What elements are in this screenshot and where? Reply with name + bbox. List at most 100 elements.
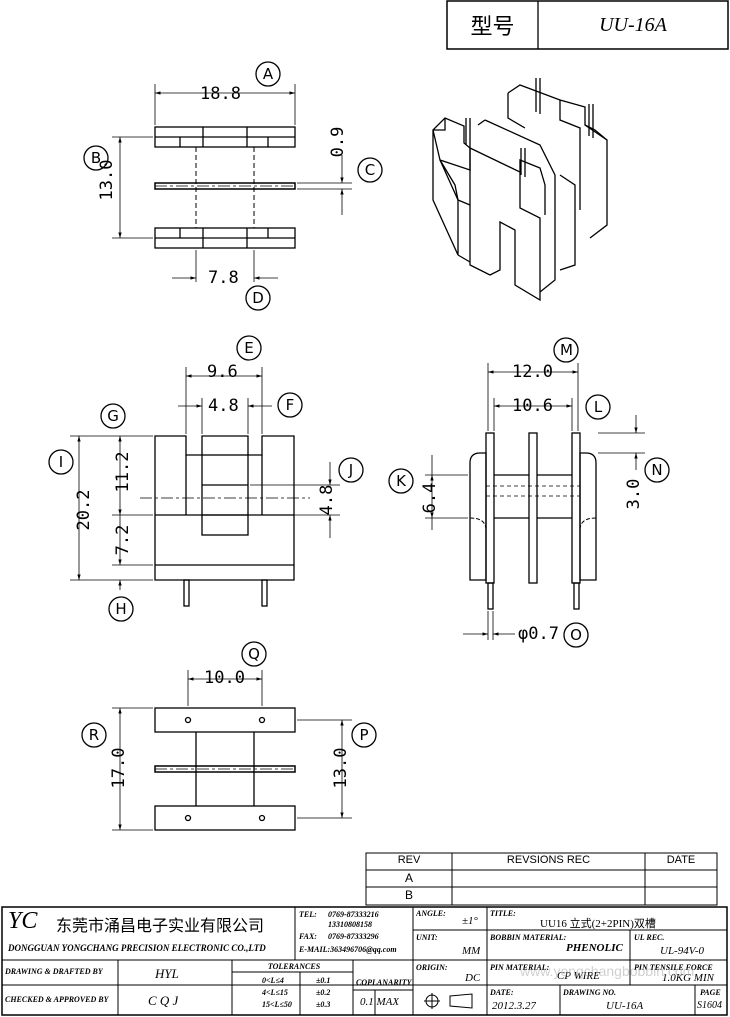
model-label: 型号: [470, 15, 515, 40]
tol-range-3: 15<L≤50: [262, 1000, 292, 1009]
label-d: D: [252, 289, 264, 307]
page-value: S1604: [697, 1000, 722, 1011]
label-circle-i: [48, 449, 74, 475]
coplanarity-value: 0.1 MAX: [360, 996, 400, 1008]
label-f: F: [285, 396, 295, 414]
company-logo: YC: [8, 908, 38, 934]
fax-label: FAX:: [299, 932, 317, 941]
label-circle-k: [388, 468, 414, 494]
dim-p-value: 13.0: [331, 747, 351, 789]
date-label: DATE:: [490, 988, 514, 997]
fax-value: 0769-87333296: [328, 932, 379, 941]
label-circle-q: [241, 641, 267, 667]
rev-row-a: A: [404, 871, 413, 885]
drawn-by-label: DRAWING & DRAFTED BY: [5, 967, 103, 976]
angle-value: ±1°: [462, 915, 478, 927]
tol-value-1: ±0.1: [316, 976, 331, 985]
rev-row-b: B: [404, 888, 413, 902]
side-view: [425, 363, 645, 640]
label-o: O: [570, 626, 582, 644]
pin-material-label: PIN MATERIAL:: [490, 963, 550, 972]
label-circle-d: [245, 285, 271, 311]
title-label: TITLE:: [490, 909, 516, 918]
company-name-en: DONGGUAN YONGCHANG PRECISION ELECTRONIC …: [8, 943, 266, 953]
drawing-no-value: UU-16A: [606, 1000, 644, 1012]
tolerances-label: TOLERANCES: [267, 962, 321, 971]
label-circle-g: [100, 403, 126, 429]
label-circle-j: [338, 457, 364, 483]
unit-label: UNIT:: [416, 933, 438, 942]
label-circle-c: [357, 157, 383, 183]
page-label: PAGE: [700, 988, 721, 997]
label-circle-a: [255, 61, 281, 87]
checked-by-label: CHECKED & APPROVED BY: [5, 995, 109, 1004]
label-circle-b: [83, 145, 109, 171]
watermark: www.yongchangbobbin.com: [520, 963, 695, 979]
label-circle-o: [563, 622, 589, 648]
label-c: C: [364, 161, 376, 179]
label-m: M: [560, 341, 573, 359]
ul-value: UL-94V-0: [660, 945, 704, 957]
label-circle-n: [644, 457, 670, 483]
label-circle-f: [277, 392, 303, 418]
dim-k-value: 6.4: [420, 482, 440, 514]
label-a: A: [262, 65, 274, 83]
front-view: [70, 367, 340, 607]
tol-value-3: ±0.3: [316, 1000, 331, 1009]
label-i: I: [58, 453, 64, 471]
tol-range-2: 4<L≤15: [262, 988, 288, 997]
tel2-value: 13310808158: [328, 920, 372, 929]
rev-header: REV: [397, 854, 421, 866]
model-value: UU-16A: [599, 13, 667, 36]
label-circle-h: [108, 596, 134, 622]
isometric-view: [432, 78, 608, 302]
label-j: J: [348, 461, 354, 479]
dim-q-value: 10.0: [204, 668, 245, 688]
company-name-cn: 东莞市涌昌电子实业有限公司: [56, 916, 265, 935]
tel-value: 0769-87333216: [328, 910, 379, 919]
origin-value: DC: [465, 972, 481, 984]
checked-by-value: C Q J: [148, 993, 179, 1008]
origin-label: ORIGIN:: [416, 963, 448, 972]
revision-table: [365, 852, 718, 906]
dim-a-value: 18.8: [200, 84, 241, 104]
label-n: N: [651, 461, 663, 479]
pin-tensile-label: PIN TENSILE FORCE: [634, 963, 713, 972]
dim-l-value: 10.6: [512, 396, 553, 416]
label-circle-m: [553, 337, 579, 363]
bobbin-value: PHENOLIC: [566, 942, 623, 954]
label-r: R: [88, 726, 100, 744]
tol-range-1: 0<L≤4: [262, 976, 284, 985]
dim-i-value: 20.2: [74, 489, 94, 531]
revisions-header: REVSIONS REC: [506, 854, 591, 866]
dim-n-value: 3.0: [624, 478, 644, 510]
email-value: E-MAIL:363496706@qq.com: [299, 945, 397, 954]
tol-value-2: ±0.2: [316, 988, 331, 997]
dim-m-value: 12.0: [512, 362, 553, 382]
dim-d-value: 7.8: [208, 268, 239, 288]
top-view: [112, 84, 352, 282]
unit-value: MM: [462, 945, 481, 957]
label-circle-r: [81, 722, 107, 748]
dim-f-value: 4.8: [208, 396, 239, 416]
label-b: B: [90, 149, 102, 167]
ul-label: UL REC.: [634, 933, 665, 942]
pin-tensile-value: 1.0KG MIN: [662, 972, 714, 984]
angle-label: ANGLE:: [416, 909, 446, 918]
dim-o-value: φ0.7: [518, 624, 559, 644]
dim-h-value: 7.2: [113, 524, 133, 556]
coplanarity-label: COPLANARITY: [356, 978, 412, 987]
bobbin-label: BOBBIN MATERIAL:: [490, 933, 567, 942]
label-circle-l: [585, 394, 611, 420]
label-circle-p: [351, 722, 377, 748]
bottom-view: [112, 670, 352, 831]
drawing-no-label: DRAWING NO.: [563, 988, 617, 997]
label-h: H: [115, 600, 127, 618]
pin-material-value: CP WIRE: [557, 970, 600, 982]
tel-label: TEL:: [299, 910, 317, 919]
label-k: K: [396, 472, 406, 490]
dim-r-value: 17.0: [109, 747, 129, 789]
label-l: L: [593, 398, 603, 416]
date-header: DATE: [666, 854, 696, 866]
